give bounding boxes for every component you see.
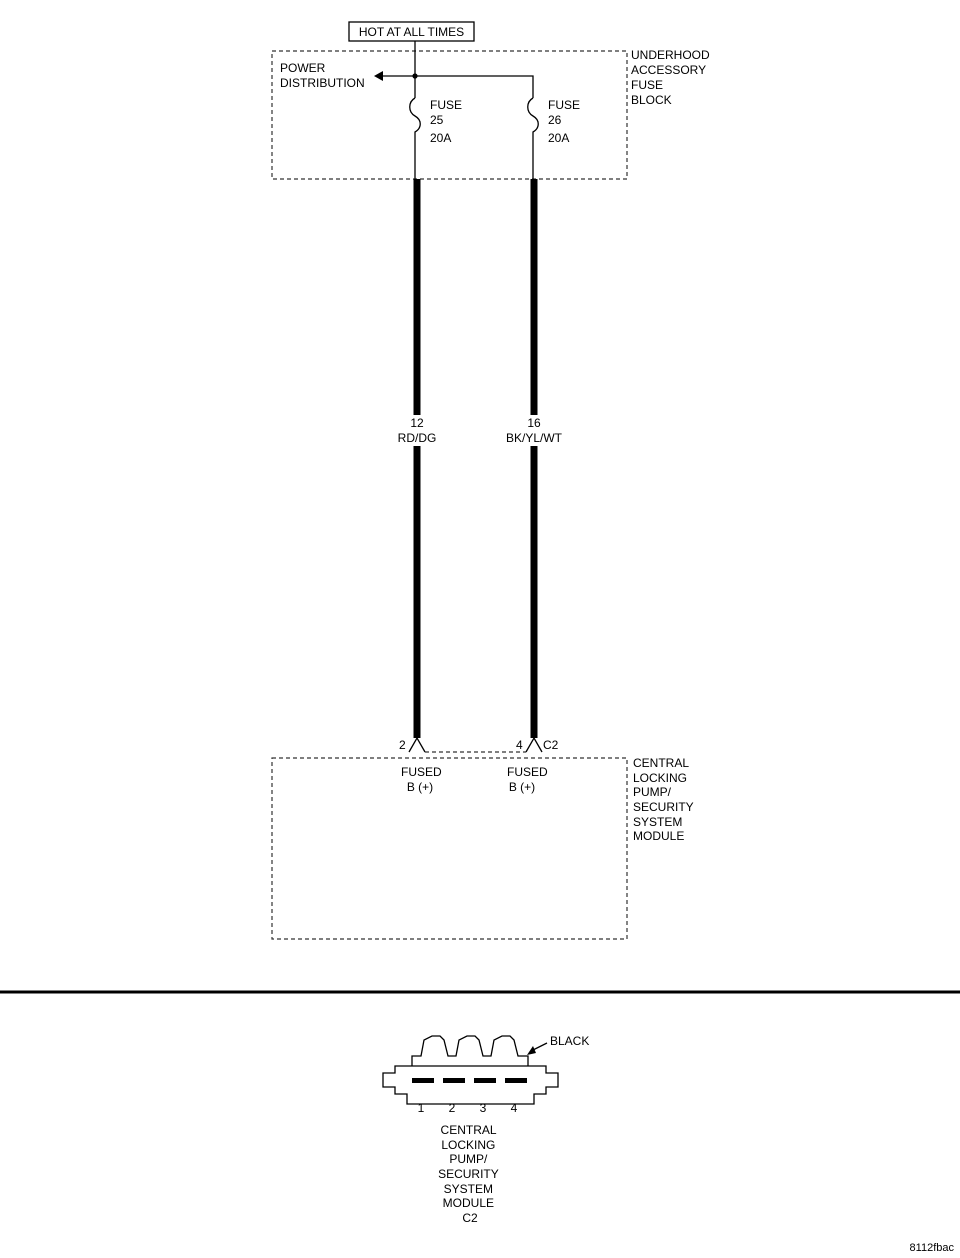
wire-bk-yl-wt-color: BK/YL/WT (506, 431, 563, 445)
fuse-26: FUSE 26 20A (527, 97, 583, 179)
pin-4-label: 4 (516, 738, 523, 752)
black-leader-arrow (527, 1046, 536, 1055)
cavity-1-label: 1 (418, 1101, 425, 1115)
pin-2-label: 2 (399, 738, 406, 752)
power-distribution-arrow (374, 71, 383, 81)
connector-face-view: BLACK 1 2 3 4 CENTRAL LOCKING PUMP/ SECU… (382, 1034, 589, 1225)
fuse-block: UNDERHOOD ACCESSORY FUSE BLOCK POWER DIS… (271, 41, 713, 180)
black-leader-line (532, 1042, 548, 1051)
fuse-26-label: FUSE 26 20A (548, 98, 583, 145)
wire-rd-dg-gauge: 12 (410, 416, 424, 430)
fuse-25-label: FUSE 25 20A (430, 98, 465, 145)
module-name: CENTRAL LOCKING PUMP/ SECURITY SYSTEM MO… (633, 756, 697, 843)
pin-4-function: FUSED B (+) (507, 765, 551, 794)
connector-c2-terminals: 2 4 C2 (399, 736, 559, 753)
cavity-3-label: 3 (480, 1101, 487, 1115)
wire-bk-yl-wt-gauge: 16 (527, 416, 541, 430)
wire-rd-dg: 12 RD/DG (398, 179, 437, 738)
figure-id: 8112fbac (910, 1242, 955, 1254)
splice-dot (412, 73, 418, 79)
fuse-block-name: UNDERHOOD ACCESSORY FUSE BLOCK (631, 48, 713, 107)
cavity-4-label: 4 (511, 1101, 518, 1115)
power-distribution-label: POWER DISTRIBUTION (280, 61, 365, 90)
pin-2-function: FUSED B (+) (401, 765, 445, 794)
wire-rd-dg-color: RD/DG (398, 431, 437, 445)
hot-at-all-times-label: HOT AT ALL TIMES (359, 25, 464, 39)
connector-id-label: C2 (543, 738, 559, 752)
connector-caption: CENTRAL LOCKING PUMP/ SECURITY SYSTEM MO… (438, 1123, 502, 1225)
hot-at-all-times-box: HOT AT ALL TIMES (348, 21, 475, 42)
cavity-2-label: 2 (449, 1101, 456, 1115)
central-locking-module: CENTRAL LOCKING PUMP/ SECURITY SYSTEM MO… (271, 756, 697, 940)
wire-bk-yl-wt: 16 BK/YL/WT (506, 179, 563, 738)
connector-color-label: BLACK (550, 1034, 589, 1048)
fuse-25: FUSE 25 20A (409, 97, 465, 179)
